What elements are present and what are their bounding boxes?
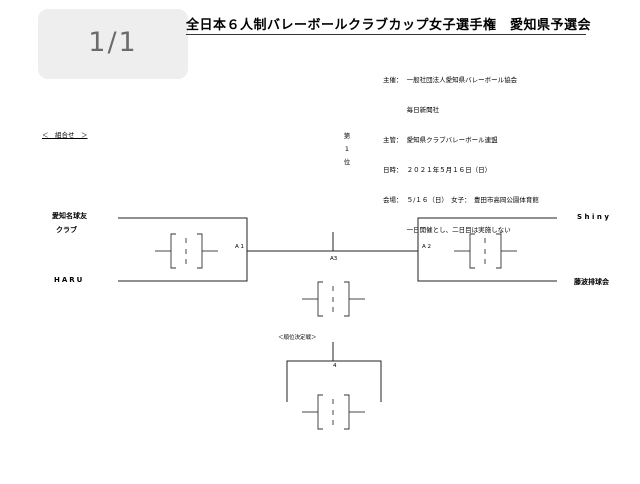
page-indicator: 1/1 (38, 9, 188, 79)
score-box-left (155, 233, 218, 269)
info-line: 一日開催とし、二日目は実施しない (383, 226, 511, 234)
rank-char: 第 (343, 132, 351, 140)
page-title: 全日本６人制バレーボールクラブカップ女子選手権 愛知県予選会 (186, 18, 592, 33)
left-bracket (118, 217, 248, 282)
info-line: 主催： 一般社団法人愛知県バレーボール協会 (383, 76, 518, 84)
placement-bracket (286, 360, 382, 402)
score-box-right (454, 233, 517, 269)
rank-char: 位 (343, 158, 351, 166)
info-line: 日時： ２０２１年５月１６日（日） (383, 166, 492, 174)
score-box-final (302, 281, 365, 317)
info-line: 主管： 愛知県クラブバレーボール連盟 (383, 136, 498, 144)
team-right-top: Shiny (577, 213, 612, 221)
right-bracket (417, 217, 557, 282)
match-label-a1: A 1 (235, 244, 245, 250)
match-label-a3: A3 (330, 256, 338, 262)
match-label-a2: A 2 (422, 244, 432, 250)
score-box-placement (302, 394, 365, 430)
team-left-bottom: HARU (54, 276, 85, 284)
title-underline (186, 34, 586, 35)
placement-label: ＜順位決定戦＞ (278, 335, 317, 341)
rank-char: 1 (344, 145, 350, 153)
team-left-top: 愛知名球友 クラブ (52, 209, 87, 237)
team-right-bottom: 藤波排球会 (574, 278, 609, 286)
placement-match-number: 4 (333, 363, 337, 369)
section-label-text: ＜ 組合せ ＞ (42, 131, 88, 139)
page-indicator-text: 1/1 (88, 27, 138, 58)
section-label: ＜ 組合せ ＞ (42, 129, 88, 139)
info-line: 会場： ５/１６（日） 女子： 豊田市高岡公園体育館 (383, 196, 539, 204)
info-line: 毎日新聞社 (383, 106, 440, 114)
team-left-top-line1: 愛知名球友 (52, 212, 87, 220)
team-left-top-line2: クラブ (56, 226, 77, 234)
rank-label: 第 1 位 (343, 130, 351, 169)
event-info: 主催： 一般社団法人愛知県バレーボール協会 毎日新聞社 主管： 愛知県クラブバレ… (383, 55, 539, 245)
